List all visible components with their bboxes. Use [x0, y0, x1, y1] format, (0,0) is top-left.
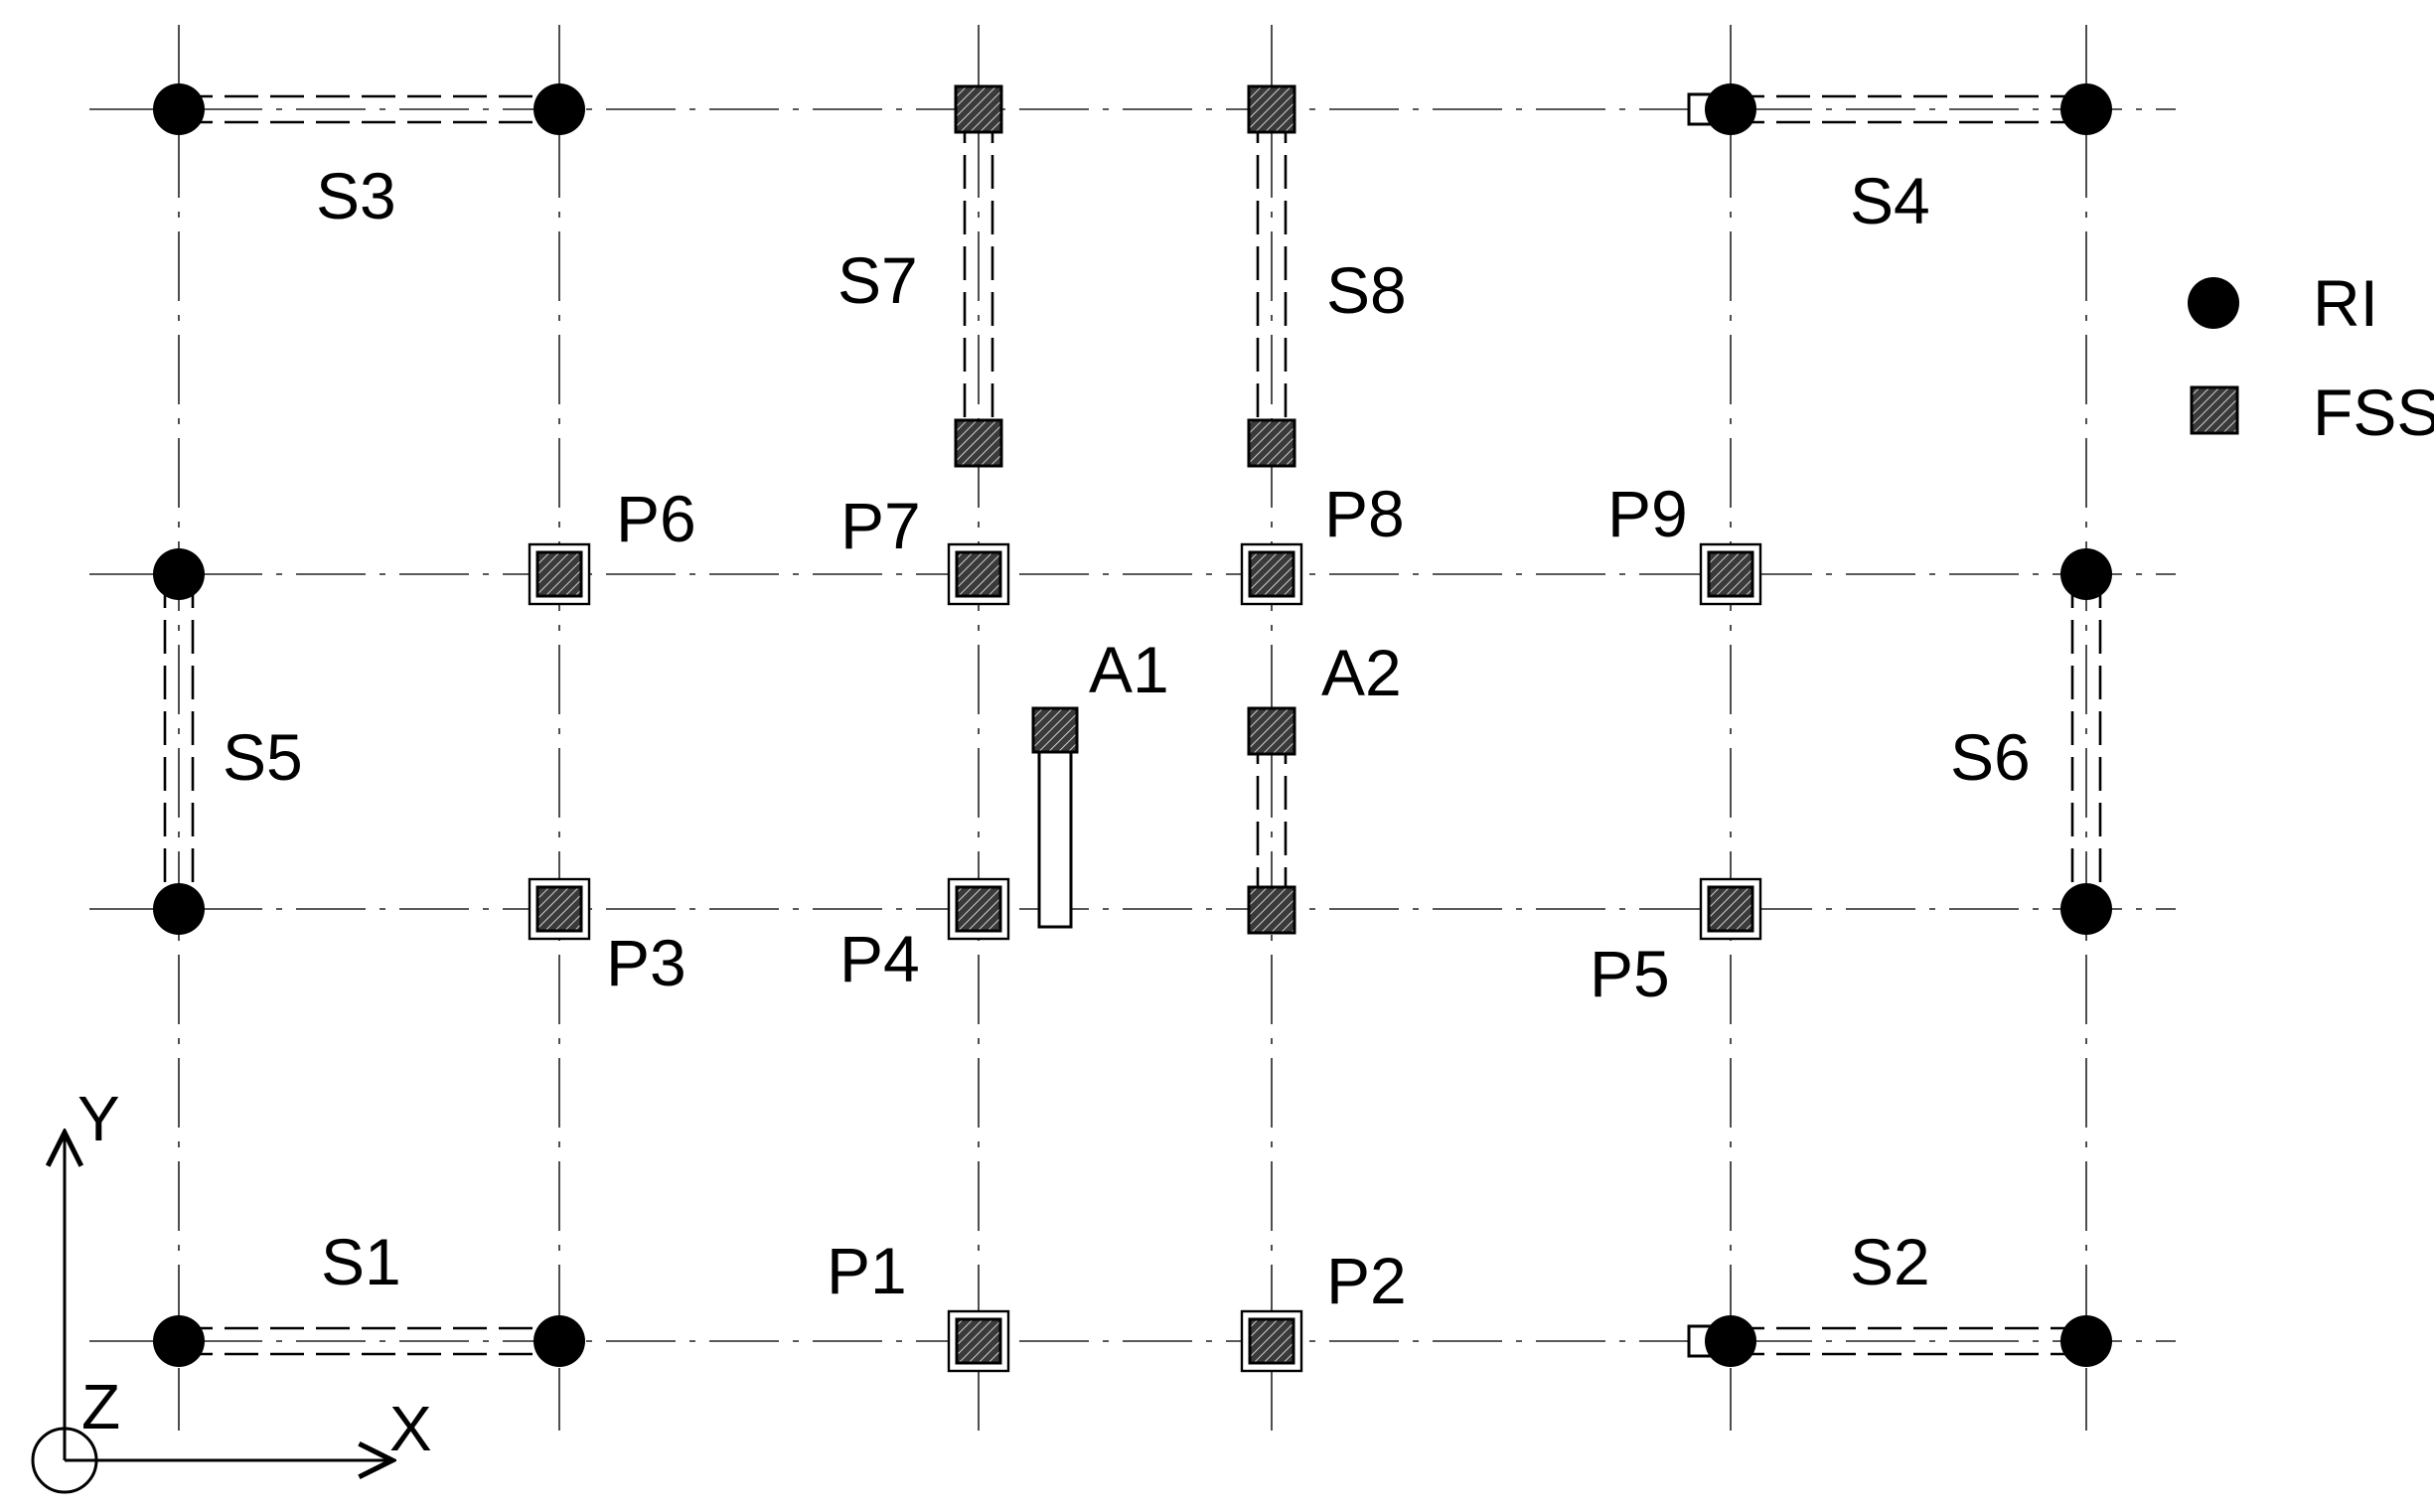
legend: RI FSS — [2188, 266, 2434, 449]
fss-p9 — [1699, 542, 1762, 606]
legend-ri-label: RI — [2313, 266, 2378, 340]
label-s6: S6 — [1950, 720, 2031, 794]
ri-node — [2060, 83, 2112, 135]
label-a1: A1 — [1089, 633, 1169, 706]
ri-node — [153, 1315, 205, 1367]
label-p3: P3 — [606, 926, 686, 999]
wall-s3 — [179, 94, 559, 124]
fss-s8-bottom — [1247, 418, 1296, 468]
label-s4: S4 — [1850, 164, 1930, 237]
legend-fss-symbol — [2190, 385, 2239, 435]
fss-p5 — [1699, 877, 1762, 941]
wall-s1 — [179, 1326, 559, 1356]
label-s7: S7 — [837, 243, 918, 317]
ri-node — [1705, 1315, 1756, 1367]
legend-fss-label: FSS — [2313, 376, 2434, 449]
ri-supports — [153, 83, 2112, 1367]
label-p4: P4 — [839, 922, 920, 995]
z-axis-label: Z — [81, 1371, 120, 1442]
label-p2: P2 — [1326, 1244, 1407, 1317]
label-p7: P7 — [840, 489, 921, 562]
fss-s7-top — [954, 84, 1003, 134]
wall-s5 — [163, 574, 195, 909]
fss-p1 — [947, 1309, 1010, 1373]
wall-s6 — [2070, 574, 2102, 909]
grid-lines — [89, 25, 2176, 1431]
fss-p7 — [947, 542, 1010, 606]
y-axis-label: Y — [77, 1083, 120, 1154]
ri-node — [2060, 1315, 2112, 1367]
label-p5: P5 — [1590, 937, 1670, 1010]
label-p8: P8 — [1324, 477, 1405, 550]
label-s2: S2 — [1850, 1225, 1930, 1298]
label-s1: S1 — [321, 1225, 401, 1298]
ri-node — [153, 83, 205, 135]
ri-node — [533, 83, 585, 135]
fss-s8-top — [1247, 84, 1296, 134]
label-s3: S3 — [316, 159, 396, 232]
fss-a1 — [1031, 706, 1079, 754]
wall-a2 — [1256, 730, 1288, 909]
fss-p3 — [528, 877, 591, 941]
ri-node — [153, 883, 205, 935]
ri-node — [153, 548, 205, 600]
fss-p2 — [1240, 1309, 1303, 1373]
fss-supports — [528, 84, 1762, 1373]
coordinate-axes: Y X Z — [31, 1083, 432, 1494]
label-s8: S8 — [1326, 253, 1407, 327]
wall-s8 — [1256, 109, 1288, 442]
label-a2: A2 — [1321, 636, 1402, 709]
legend-ri-symbol — [2188, 277, 2239, 329]
fss-s7-bottom — [954, 418, 1003, 468]
x-axis-label: X — [389, 1393, 432, 1464]
ri-node — [2060, 883, 2112, 935]
label-s5: S5 — [223, 720, 303, 794]
ri-node — [1705, 83, 1756, 135]
fss-p6 — [528, 542, 591, 606]
fss-a2-top — [1247, 706, 1296, 756]
element-labels: S3 S4 S7 S8 P6 P7 P8 P9 A1 A2 S5 S6 P3 P… — [223, 159, 2031, 1317]
z-axis-circle — [31, 1427, 98, 1494]
fss-p4 — [947, 877, 1010, 941]
fss-p8 — [1240, 542, 1303, 606]
wall-s7 — [963, 109, 994, 442]
fss-a2-bottom — [1247, 885, 1296, 935]
wall-a1 — [1037, 728, 1073, 929]
label-p1: P1 — [827, 1234, 907, 1307]
label-p9: P9 — [1607, 477, 1688, 550]
label-p6: P6 — [616, 482, 696, 555]
ri-node — [533, 1315, 585, 1367]
ri-node — [2060, 548, 2112, 600]
